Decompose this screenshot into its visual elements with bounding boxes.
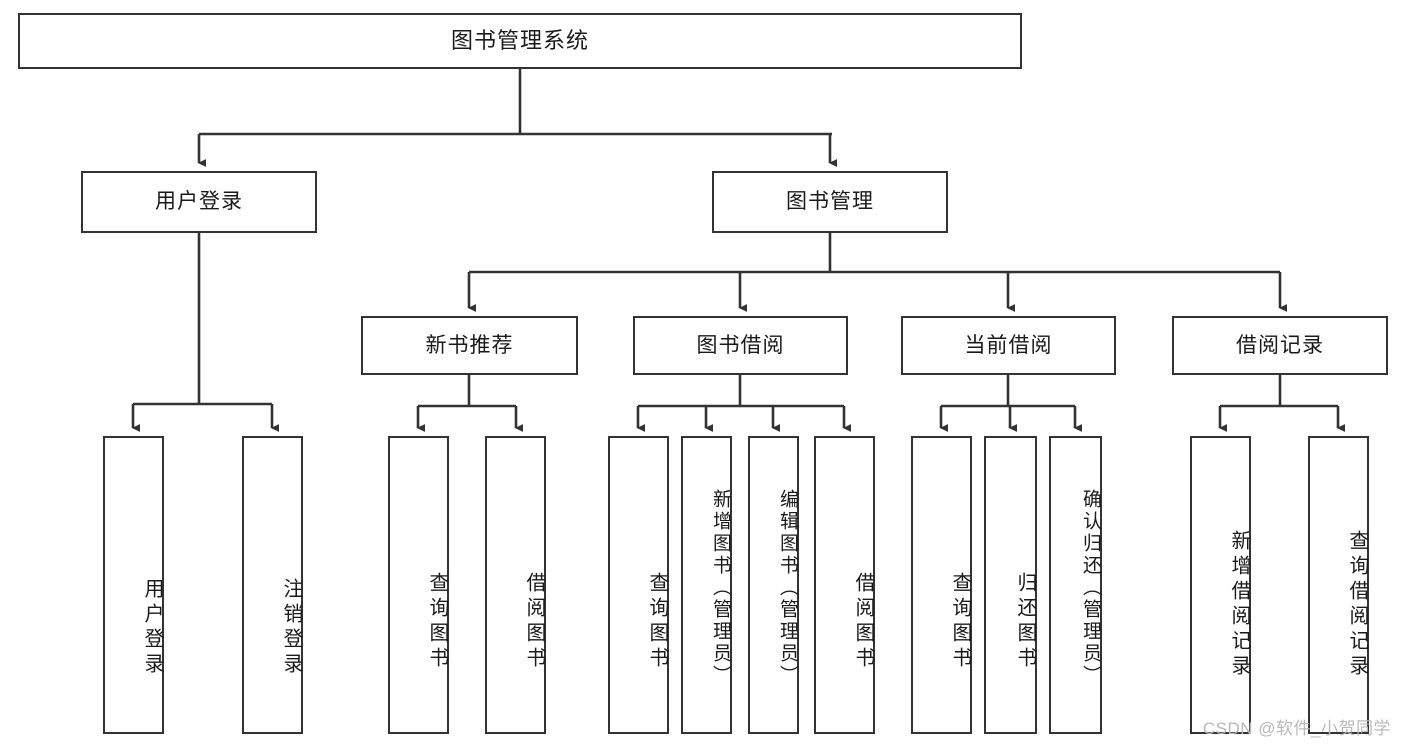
node-label: 图书借阅 [696,333,785,357]
leaf-query-book-recommend[interactable]: 查询图书 [388,436,449,734]
node-book-management[interactable]: 图书管理 [712,171,948,233]
node-label: 图书管理 [786,190,874,214]
node-label: 查询借阅记录 [1346,530,1368,680]
leaf-query-borrow-record[interactable]: 查询借阅记录 [1308,436,1369,734]
node-label: 注销登录 [280,578,302,678]
node-label: 借阅图书 [852,572,874,672]
leaf-logout[interactable]: 注销登录 [242,436,303,734]
node-label: 查询图书 [426,572,448,672]
node-current-borrow[interactable]: 当前借阅 [901,316,1116,375]
leaf-user-login[interactable]: 用户登录 [103,436,164,734]
node-label: 新书推荐 [425,333,514,357]
node-book-borrow[interactable]: 图书借阅 [633,316,848,375]
node-new-book-recommend[interactable]: 新书推荐 [361,316,578,375]
leaf-query-book-borrow[interactable]: 查询图书 [608,436,669,734]
node-label: 用户登录 [155,190,243,214]
watermark-text: CSDN @软件_小贺同学 [1202,719,1391,738]
node-borrow-records[interactable]: 借阅记录 [1172,316,1388,375]
node-label: 编辑图书（管理员） [777,489,798,687]
leaf-borrow-book[interactable]: 借阅图书 [814,436,875,734]
node-user-login[interactable]: 用户登录 [81,171,317,233]
node-label: 归还图书 [1014,572,1036,672]
node-label: 用户登录 [141,578,163,678]
node-label: 借阅图书 [523,572,545,672]
node-label: 确认归还（管理员） [1080,489,1101,687]
leaf-borrow-book-recommend[interactable]: 借阅图书 [485,436,546,734]
node-root-system[interactable]: 图书管理系统 [18,13,1022,69]
node-label: 新增借阅记录 [1228,530,1250,680]
node-label: 新增图书（管理员） [710,489,731,687]
leaf-edit-book-admin[interactable]: 编辑图书（管理员） [748,436,799,734]
leaf-add-book-admin[interactable]: 新增图书（管理员） [681,436,732,734]
node-label: 当前借阅 [964,333,1053,357]
leaf-query-book-current[interactable]: 查询图书 [911,436,972,734]
leaf-return-book[interactable]: 归还图书 [984,436,1037,734]
node-label: 图书管理系统 [450,27,589,53]
leaf-confirm-return-admin[interactable]: 确认归还（管理员） [1049,436,1102,734]
node-label: 查询图书 [949,572,971,672]
node-label: 查询图书 [646,572,668,672]
leaf-add-borrow-record[interactable]: 新增借阅记录 [1190,436,1251,734]
node-label: 借阅记录 [1236,333,1324,357]
